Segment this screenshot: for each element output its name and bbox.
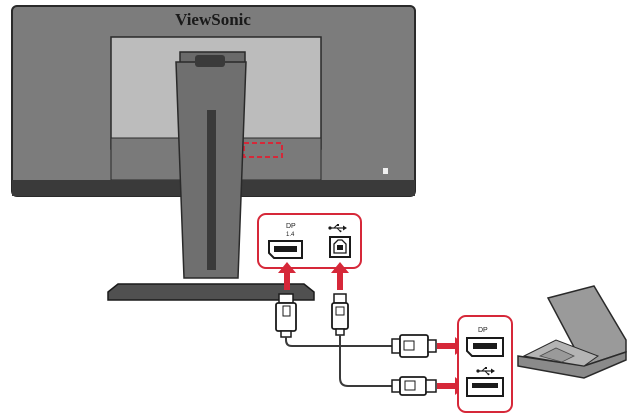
laptop-icon [517, 285, 627, 379]
usb-cable [339, 335, 392, 387]
dp-cable-plug-monitor [275, 293, 297, 338]
usb-cable-plug-monitor [331, 293, 349, 336]
displayport-pins [274, 246, 297, 252]
arrow-head-monitor-dp [278, 262, 296, 273]
monitor-dp-label: DP [286, 223, 296, 230]
dp-cable [285, 337, 392, 347]
stand-handle [195, 55, 225, 67]
brand-logo: ViewSonic [175, 10, 251, 29]
usb-a-port-pins [472, 383, 498, 388]
laptop-touchpad [538, 347, 575, 363]
laptop-displayport-pins [473, 343, 497, 349]
laptop-dp-label: DP [478, 327, 488, 334]
io-port-location-marker [243, 142, 283, 158]
stand-base [107, 283, 315, 301]
usb-cable-plug-laptop [391, 376, 437, 396]
stand-cable-channel [207, 110, 216, 270]
monitor-ports-callout: DP 1.4 [257, 213, 362, 269]
laptop-ports-callout: DP [457, 315, 513, 413]
dp-cable-plug-laptop [391, 334, 437, 358]
laptop-usb-icon [476, 367, 495, 376]
monitor-stand [107, 51, 315, 301]
usb-b-port-pins [337, 245, 343, 250]
monitor-dp-sub-label: 1.4 [286, 232, 295, 238]
power-indicator [383, 168, 388, 174]
usb-icon [328, 224, 347, 233]
arrow-head-monitor-usb [331, 262, 349, 273]
